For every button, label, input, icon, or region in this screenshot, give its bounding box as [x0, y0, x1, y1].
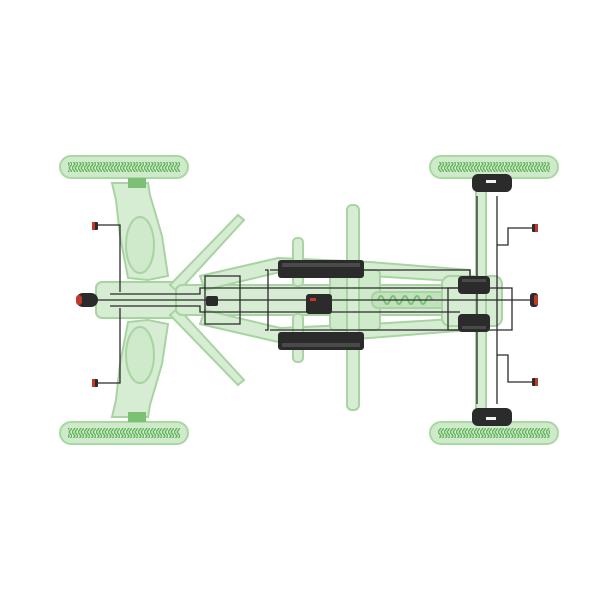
hub-unit-top: [472, 174, 512, 192]
connector-rear-bottom: [532, 378, 538, 386]
battery-upper: [278, 260, 364, 278]
controller-front: [206, 296, 218, 306]
hub-front-right: [128, 412, 146, 422]
wire-front-top: [96, 224, 121, 292]
connector-rear-top: [532, 224, 538, 232]
connector-front-top: [92, 222, 98, 230]
hub-unit-bottom: [472, 408, 512, 426]
front-spring-upper: [125, 216, 155, 274]
battery-lower: [278, 332, 364, 350]
hub-front-left: [128, 178, 146, 188]
wire-front-bottom: [96, 308, 121, 384]
wire-rear-loop: [447, 287, 513, 331]
light-rear: [530, 293, 538, 307]
controller-main: [306, 294, 332, 314]
light-front: [76, 293, 98, 307]
wire-loop-mid: [265, 269, 269, 331]
wire-main-2: [110, 287, 460, 295]
motor-unit-lower: [458, 314, 490, 332]
drive-spring: [377, 295, 433, 305]
connector-front-bottom: [92, 379, 98, 387]
wire-loop-left: [204, 275, 241, 325]
wheel-front-right: [59, 421, 189, 445]
wire-rear-right-bot: [497, 354, 535, 383]
front-spring-lower: [125, 326, 155, 384]
wire-rear-right-top: [497, 227, 535, 246]
wheel-front-left: [59, 155, 189, 179]
center-post: [346, 204, 360, 411]
motor-unit-upper: [458, 276, 490, 294]
